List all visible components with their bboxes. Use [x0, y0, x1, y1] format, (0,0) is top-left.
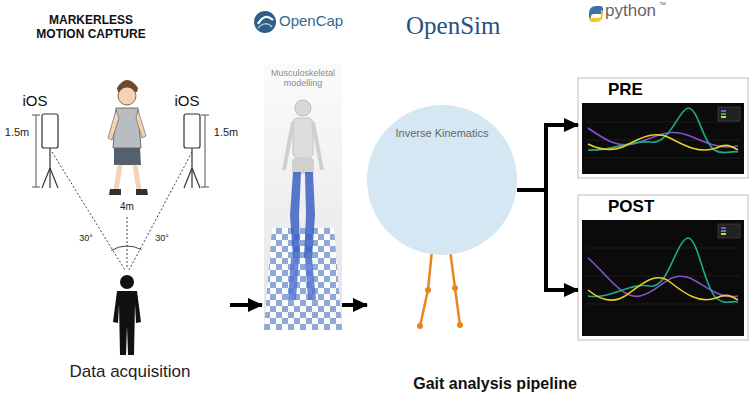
flow-arrow [517, 190, 578, 290]
logo-text: OpenCap [279, 12, 359, 29]
annotation-label: 1.5m [2, 126, 32, 139]
pre-chart [578, 78, 748, 178]
annotation-label: Data acquisition [45, 362, 215, 382]
logo-text: python [605, 1, 661, 21]
annotation-label: iOS [170, 92, 204, 109]
opencap-logo [254, 11, 276, 33]
node-outline [367, 105, 517, 335]
operator-silhouette [113, 275, 141, 355]
process-circle: Inverse Kinematics [367, 105, 517, 335]
node-label: POST [608, 197, 748, 217]
process-panel: Musculoskeletal modelling [264, 64, 342, 330]
annotation-label: iOS [18, 92, 52, 109]
annotation-label: 30° [150, 233, 174, 243]
flow-arrow [230, 303, 262, 307]
camera-left [42, 114, 58, 188]
process-panel: PRE [578, 78, 748, 178]
dimension-left [32, 115, 40, 187]
post-chart [578, 195, 748, 340]
dimension-right [201, 115, 209, 187]
musculoskeletal-model [264, 64, 342, 330]
annotation-label: 30° [74, 233, 98, 243]
walking-child [108, 80, 148, 195]
node-label: Musculoskeletal modelling [266, 68, 340, 89]
sight-lines [52, 152, 192, 270]
logo-text: OpenSim [406, 12, 546, 41]
annotation-label: 1.5m [210, 126, 242, 139]
logo-text: ™ [659, 1, 671, 9]
python-logo [589, 6, 603, 22]
camera-right [184, 114, 200, 188]
flow-arrow [517, 125, 578, 190]
annotation-label: MARKERLESS MOTION CAPTURE [30, 14, 152, 42]
flow-arrow [342, 303, 367, 307]
process-panel: POST [578, 195, 748, 340]
node-label: PRE [608, 80, 748, 100]
angle-arcs [111, 246, 141, 251]
annotation-label: 4m [118, 201, 136, 213]
node-label: Inverse Kinematics [387, 127, 497, 140]
figure-caption: Gait analysis pipeline [375, 375, 615, 393]
